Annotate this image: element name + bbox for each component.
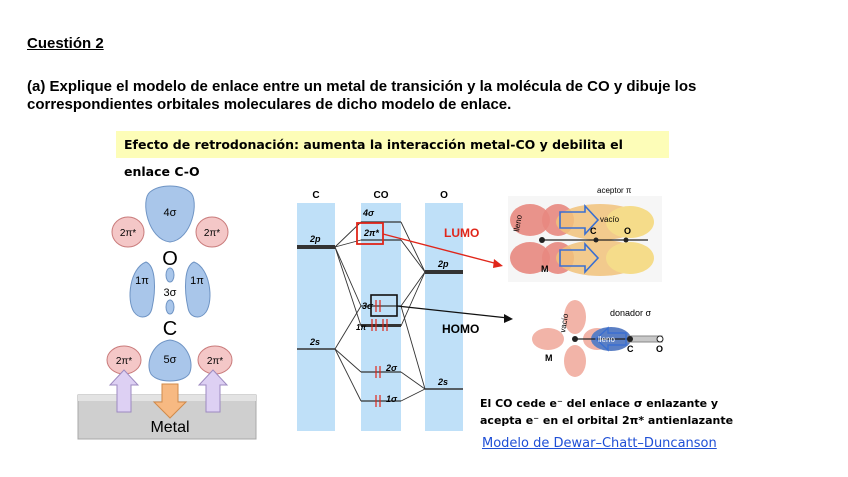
donor-header: donador σ bbox=[610, 308, 652, 318]
co-4sigma-label: 4σ bbox=[362, 208, 375, 218]
acceptor-header: aceptor π bbox=[597, 186, 632, 195]
donor-metal-lobe-bottom bbox=[564, 345, 586, 377]
pi-star-lower-right-label: 2π* bbox=[207, 356, 223, 367]
co-1sigma-label: 1σ bbox=[386, 394, 398, 404]
acceptor-c-dot bbox=[593, 237, 599, 243]
homo-highlight-box bbox=[370, 294, 398, 317]
donor-lleno-label: lleno bbox=[598, 335, 615, 344]
pi-star-lower-left-label: 2π* bbox=[116, 356, 132, 367]
sigma5-lobe bbox=[148, 339, 192, 382]
o-2p-level bbox=[425, 270, 463, 274]
donor-o-label: O bbox=[656, 344, 663, 354]
homo-label: HOMO bbox=[442, 322, 479, 336]
column-co-header: CO bbox=[374, 190, 389, 201]
backbond-arrow-top bbox=[559, 203, 600, 237]
acceptor-lleno-label: lleno bbox=[512, 214, 524, 233]
column-c-header: C bbox=[312, 190, 319, 201]
donor-metal-lobe-left bbox=[532, 328, 564, 350]
electron-arrows bbox=[371, 300, 388, 407]
dewar-chatt-duncanson-link[interactable]: Modelo de Dewar–Chatt–Duncanson bbox=[482, 436, 717, 451]
co-pistar-lobe-top-o bbox=[606, 206, 654, 238]
acceptor-c-label: C bbox=[590, 226, 597, 236]
homo-pointer-head bbox=[504, 314, 513, 323]
c-2p-label: 2p bbox=[309, 234, 321, 244]
donation-arrow bbox=[594, 326, 627, 352]
question-title: Cuestión 2 bbox=[27, 35, 104, 52]
donor-vacio-label: vacío bbox=[558, 312, 570, 333]
sigma3-upper-lobe bbox=[165, 267, 175, 283]
backdonation-arrow-left bbox=[108, 369, 140, 413]
retrodonation-banner: Efecto de retrodonación: aumenta la inte… bbox=[116, 131, 669, 179]
sigma3-label: 3σ bbox=[164, 287, 177, 299]
co-3sigma-label: 3σ bbox=[362, 301, 374, 311]
pi-star-upper-right-label: 2π* bbox=[204, 228, 220, 239]
sigma-donor-diagram: donador σ vacío lleno C O M bbox=[532, 300, 664, 377]
correlation-lines bbox=[334, 221, 426, 402]
co-2sigma-label: 2σ bbox=[385, 363, 398, 373]
co-1pi-label: 1π bbox=[356, 323, 366, 332]
acceptor-o-label: O bbox=[624, 226, 631, 236]
question-prompt: (a) Explique el modelo de enlace entre u… bbox=[27, 78, 697, 113]
o-2p-label: 2p bbox=[437, 259, 449, 269]
donor-m-label: M bbox=[545, 353, 553, 363]
co-2pi-label: 2π* bbox=[363, 228, 379, 238]
lumo-pointer-head bbox=[493, 259, 503, 268]
sigma-donation-arrow bbox=[152, 383, 188, 419]
backdonation-arrow-right bbox=[197, 369, 229, 413]
donor-c-dot bbox=[627, 336, 633, 342]
caption-line-2: acepta e⁻ en el orbital 2π* antienlazant… bbox=[480, 414, 734, 427]
pi1-right-label: 1π bbox=[190, 275, 204, 287]
atom-c-label: C bbox=[163, 318, 177, 340]
acceptor-metal-dot bbox=[539, 237, 545, 243]
sigma4-lobe bbox=[145, 185, 195, 243]
lumo-label: LUMO bbox=[444, 226, 479, 240]
metal-d-lobe-bottom-left bbox=[510, 242, 550, 274]
acceptor-vacio-label: vacío bbox=[600, 215, 620, 224]
pi-star-upper-left-lobe bbox=[111, 216, 145, 248]
column-o-header: O bbox=[440, 190, 448, 201]
acceptor-m-label: M bbox=[541, 264, 549, 274]
co-1pi-level bbox=[361, 324, 401, 327]
mo-energy-diagram: C CO O 2p 2s 2p bbox=[297, 190, 513, 431]
caption-line-1: El CO cede e⁻ del enlace σ enlazante y bbox=[480, 397, 719, 410]
c-2p-level bbox=[297, 245, 335, 249]
co-pistar-lobe-bottom-o bbox=[606, 242, 654, 274]
backbond-arrow-bottom bbox=[559, 241, 600, 275]
column-o bbox=[425, 203, 463, 431]
atom-o-label: O bbox=[162, 248, 178, 270]
sigma4-label: 4σ bbox=[164, 207, 177, 219]
pi1-left-lobe bbox=[129, 261, 155, 318]
column-co bbox=[361, 203, 401, 431]
donor-o-dot bbox=[656, 335, 664, 343]
co-orbital-diagram: Metal 4σ 2π* 2π* O 1π 1π 3σ C 5σ 2π* 2π* bbox=[77, 185, 257, 440]
column-c bbox=[297, 203, 335, 431]
bonding-caption: El CO cede e⁻ del enlace σ enlazante y a… bbox=[480, 395, 733, 429]
donor-c-label: C bbox=[627, 344, 634, 354]
donor-metal-dot bbox=[572, 336, 578, 342]
sigma3-lower-lobe bbox=[165, 299, 175, 315]
pi-star-upper-right-lobe bbox=[195, 216, 229, 248]
metal-d-lobe-top-left bbox=[510, 204, 550, 236]
sigma5-label: 5σ bbox=[164, 354, 177, 366]
pi1-left-label: 1π bbox=[135, 275, 149, 287]
pi-star-upper-left-label: 2π* bbox=[120, 228, 136, 239]
acceptor-o-dot bbox=[623, 237, 629, 243]
metal-label: Metal bbox=[150, 419, 189, 436]
o-2s-label: 2s bbox=[437, 377, 448, 387]
donor-metal-lobe-top bbox=[564, 300, 586, 334]
homo-pointer-line bbox=[396, 305, 509, 319]
c-2s-label: 2s bbox=[309, 337, 320, 347]
lumo-pointer-line bbox=[382, 233, 499, 265]
pi-acceptor-diagram: aceptor π lleno vacío C O M bbox=[508, 186, 662, 282]
lumo-highlight-box bbox=[356, 222, 384, 245]
pi1-right-lobe bbox=[185, 261, 211, 318]
